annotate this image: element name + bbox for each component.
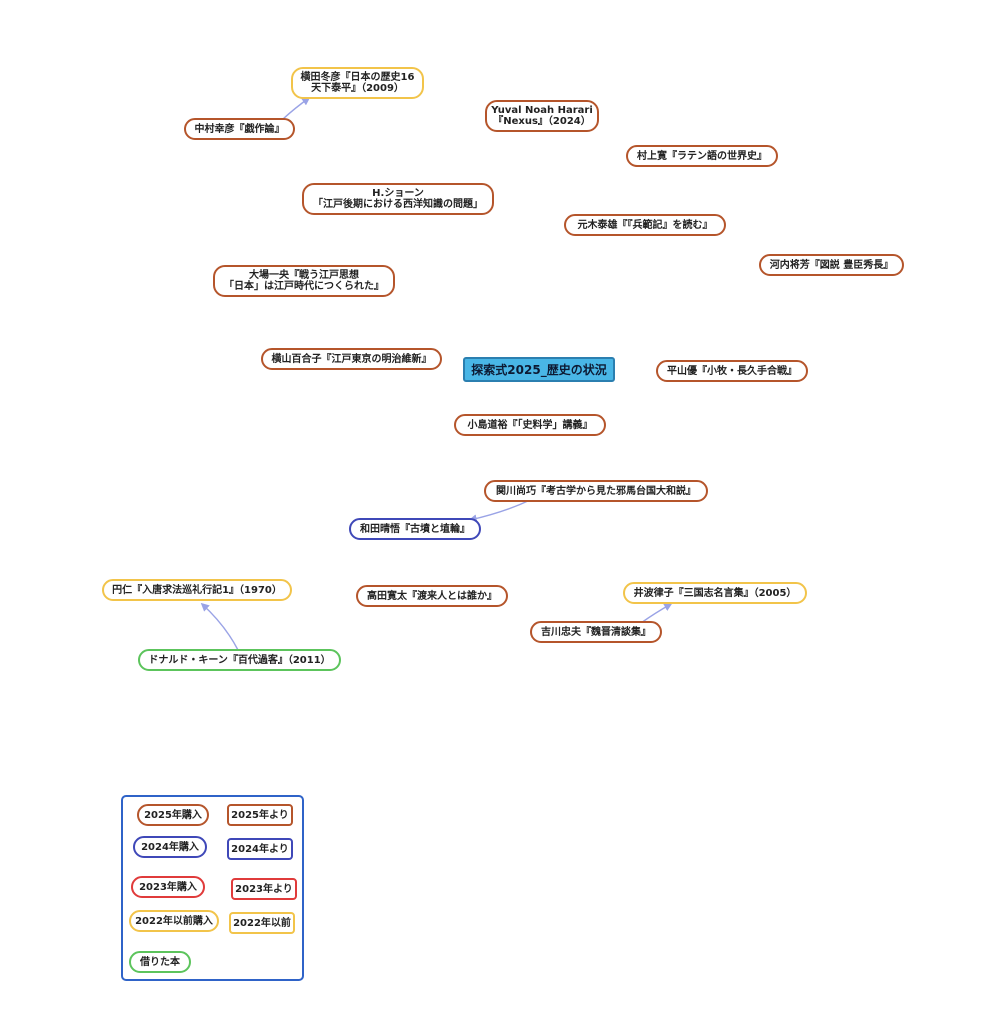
node-keene[interactable]: ドナルド・キーン『百代過客』（2011） <box>138 649 341 671</box>
legend-bought-2024: 2024年購入 <box>133 836 207 858</box>
node-keene-label: ドナルド・キーン『百代過客』（2011） <box>148 654 331 666</box>
node-kojima[interactable]: 小島道裕『「史料学」講義』 <box>454 414 606 436</box>
node-motoki[interactable]: 元木泰雄『『兵範記』を読む』 <box>564 214 726 236</box>
legend-bought-2023: 2023年購入 <box>131 876 205 898</box>
legend-borrowed: 借りた本 <box>129 951 191 973</box>
node-screech[interactable]: H.ショーン 「江戸後期における西洋知識の問題」 <box>302 183 494 215</box>
legend-from-2025-label: 2025年より <box>231 809 289 821</box>
node-yokota[interactable]: 横田冬彦『日本の歴史16 天下泰平』（2009） <box>291 67 424 99</box>
node-yoshikawa[interactable]: 吉川忠夫『魏晋清談集』 <box>530 621 662 643</box>
node-murakami[interactable]: 村上寛『ラテン語の世界史』 <box>626 145 778 167</box>
node-wada[interactable]: 和田晴悟『古墳と埴輪』 <box>349 518 481 540</box>
node-ennin-label: 円仁『入唐求法巡礼行記1』（1970） <box>112 584 282 596</box>
central-topic[interactable]: 探索式2025_歴史の状況 <box>463 357 615 382</box>
node-inami-label: 井波律子『三国志名言集』（2005） <box>633 587 797 599</box>
legend-from-2024-label: 2024年より <box>231 843 289 855</box>
legend-from-2024: 2024年より <box>227 838 293 860</box>
node-sekikawa[interactable]: 関川尚巧『考古学から見た邪馬台国大和説』 <box>484 480 708 502</box>
node-screech-line-2: 「江戸後期における西洋知識の問題」 <box>313 199 483 210</box>
legend-bought-2025: 2025年購入 <box>137 804 209 826</box>
node-yokoyama-label: 横山百合子『江戸東京の明治維新』 <box>271 353 432 365</box>
node-nakamura[interactable]: 中村幸彦『戯作論』 <box>184 118 295 140</box>
node-kawauchi-label: 河内将芳『図説 豊臣秀長』 <box>769 259 894 271</box>
node-yoshikawa-label: 吉川忠夫『魏晋清談集』 <box>541 626 651 638</box>
legend-bought-2025-label: 2025年購入 <box>144 809 202 821</box>
node-inami[interactable]: 井波律子『三国志名言集』（2005） <box>623 582 807 604</box>
node-yokota-line-1: 横田冬彦『日本の歴史16 <box>300 72 415 83</box>
node-harari[interactable]: Yuval Noah Harari 『Nexus』（2024） <box>485 100 599 132</box>
central-topic-label: 探索式2025_歴史の状況 <box>471 362 607 377</box>
legend-bought-before-2022: 2022年以前購入 <box>129 910 219 932</box>
node-takada-label: 高田寛太『渡来人とは誰か』 <box>367 590 497 602</box>
legend-from-2025: 2025年より <box>227 804 293 826</box>
legend-bought-2024-label: 2024年購入 <box>141 841 199 853</box>
node-nakamura-label: 中村幸彦『戯作論』 <box>194 123 285 135</box>
node-harari-line-2: 『Nexus』（2024） <box>493 116 591 127</box>
node-oba-line-2: 「日本」は江戸時代につくられた』 <box>224 281 384 292</box>
node-oba[interactable]: 大場一央『戦う江戸思想 「日本」は江戸時代につくられた』 <box>213 265 395 297</box>
node-yokota-line-2: 天下泰平』（2009） <box>311 83 404 94</box>
node-hirayama[interactable]: 平山優『小牧・長久手合戦』 <box>656 360 808 382</box>
node-yokoyama[interactable]: 横山百合子『江戸東京の明治維新』 <box>261 348 442 370</box>
node-hirayama-label: 平山優『小牧・長久手合戦』 <box>667 365 797 377</box>
node-murakami-label: 村上寛『ラテン語の世界史』 <box>637 150 767 162</box>
legend-before-2022-label: 2022年以前 <box>233 917 291 929</box>
node-sekikawa-label: 関川尚巧『考古学から見た邪馬台国大和説』 <box>496 485 696 497</box>
node-motoki-label: 元木泰雄『『兵範記』を読む』 <box>577 219 713 231</box>
node-oba-line-1: 大場一央『戦う江戸思想 <box>249 270 359 281</box>
legend-bought-before-2022-label: 2022年以前購入 <box>135 915 213 927</box>
node-kojima-label: 小島道裕『「史料学」講義』 <box>467 419 593 431</box>
legend-borrowed-label: 借りた本 <box>140 956 180 968</box>
legend-before-2022: 2022年以前 <box>229 912 295 934</box>
legend-from-2023: 2023年より <box>231 878 297 900</box>
connector-sekikawa-to-wada <box>468 499 531 523</box>
node-wada-label: 和田晴悟『古墳と埴輪』 <box>360 523 470 535</box>
legend-box: 2025年購入 2025年より 2024年購入 2024年より 2023年購入 … <box>121 795 304 981</box>
connector-keene-to-ennin <box>200 602 239 651</box>
node-kawauchi[interactable]: 河内将芳『図説 豊臣秀長』 <box>759 254 904 276</box>
node-ennin[interactable]: 円仁『入唐求法巡礼行記1』（1970） <box>102 579 292 601</box>
legend-bought-2023-label: 2023年購入 <box>139 881 197 893</box>
node-takada[interactable]: 高田寛太『渡来人とは誰か』 <box>356 585 508 607</box>
legend-from-2023-label: 2023年より <box>235 883 293 895</box>
node-harari-line-1: Yuval Noah Harari <box>491 105 593 116</box>
node-screech-line-1: H.ショーン <box>372 188 424 199</box>
connector-nakamura-to-yokota <box>282 97 311 120</box>
